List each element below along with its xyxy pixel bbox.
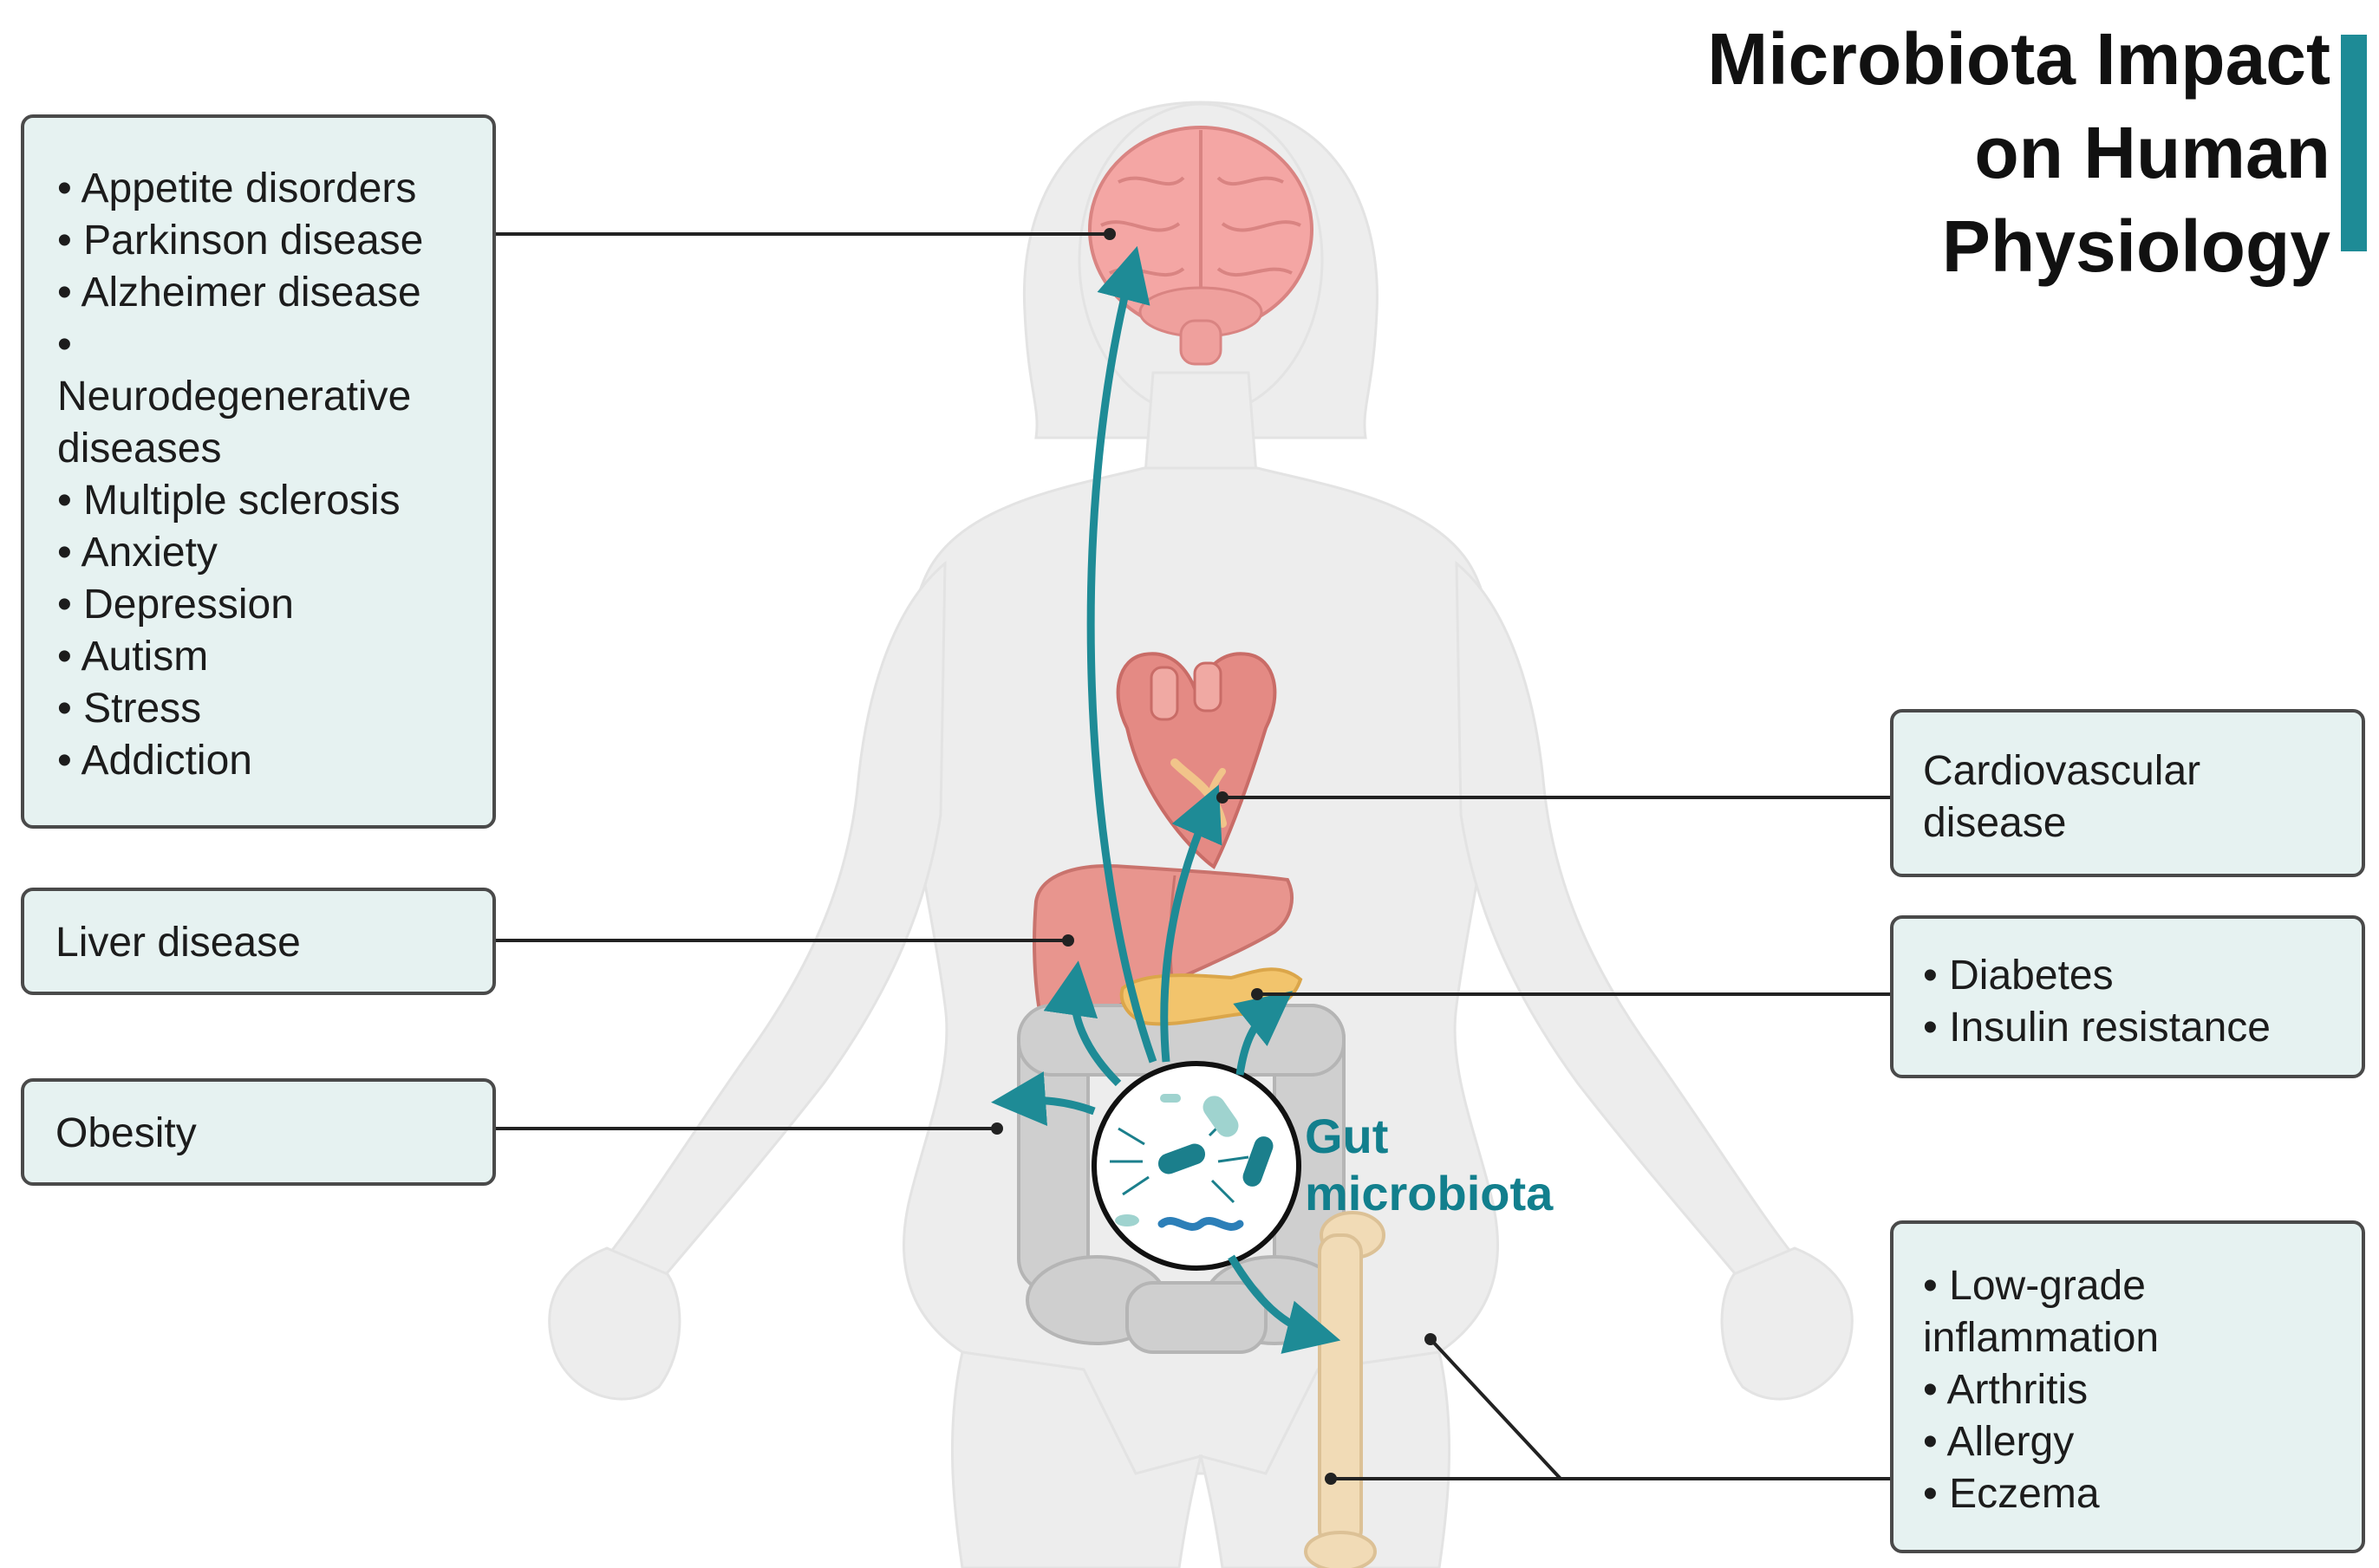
brain-condition-item: • Addiction [57,738,252,784]
arrow-to-liver [1043,960,1122,1087]
leader-immune [1331,1337,1890,1480]
title-line-1: Microbiota Impact [1707,18,2330,100]
brain-conditions-box: • Appetite disorders • Parkinson disease… [21,114,496,829]
liver-disease-box: Liver disease [21,888,496,995]
metabolic-condition-item: • Diabetes [1923,953,2114,999]
title-accent-bar [2341,35,2367,251]
metabolic-box: • Diabetes • Insulin resistance [1890,915,2365,1078]
cardio-conditions-list: Cardiovascular disease [1923,745,2344,849]
immune-condition-item: • Allergy [1923,1419,2075,1465]
brain-condition-item: Neurodegenerative [57,374,412,420]
brain-conditions-list: • Appetite disorders • Parkinson disease… [57,163,475,787]
brain-condition-item: • Depression [57,582,294,628]
gut-microbiota-label: Gut microbiota [1305,1108,1553,1222]
gut-label-line-2: microbiota [1305,1166,1554,1220]
gut-microbiota-icon [1092,1061,1301,1271]
title-line-2: on Human [1974,112,2330,193]
bacteria-icon [1110,1094,1274,1231]
brain-condition-item: • Appetite disorders [57,166,417,211]
cardio-condition-item: Cardiovascular [1923,748,2201,794]
brain-condition-item: • Multiple sclerosis [57,478,401,524]
brain-condition-item: • [57,322,72,368]
immune-condition-item: • Arthritis [1923,1367,2089,1413]
arrow-to-heart [1160,784,1222,1063]
liver-condition-item: Liver disease [55,920,301,966]
arrow-to-fat [991,1071,1096,1127]
brain-condition-item: • Autism [57,634,209,680]
obesity-box: Obesity [21,1078,496,1186]
immune-conditions-list: • Low-grade inflammation • Arthritis • A… [1923,1260,2344,1520]
liver-conditions-list: Liver disease [55,917,475,969]
immune-condition-item: • Low-grade [1923,1263,2146,1309]
obesity-condition-item: Obesity [55,1110,197,1156]
leader-lines [494,232,1890,1480]
brain-condition-item: • Parkinson disease [57,218,424,264]
obesity-conditions-list: Obesity [55,1108,475,1160]
cardiovascular-box: Cardiovascular disease [1890,709,2365,877]
microbiota-arrows [991,245,1341,1354]
brain-condition-item: diseases [57,426,222,472]
title-line-3: Physiology [1941,205,2330,287]
metabolic-conditions-list: • Diabetes • Insulin resistance [1923,950,2344,1054]
immune-box: • Low-grade inflammation • Arthritis • A… [1890,1220,2365,1553]
arrow-to-pancreas [1233,991,1294,1076]
figure-title: Microbiota Impact on Human Physiology [1707,12,2330,293]
arrow-to-brain [1086,245,1157,1064]
brain-condition-item: • Anxiety [57,530,218,576]
brain-condition-item: • Alzheimer disease [57,270,421,316]
arrow-to-bone [1228,1254,1341,1354]
immune-condition-item: • Eczema [1923,1471,2100,1517]
brain-condition-item: • Stress [57,686,202,732]
gut-label-line-1: Gut [1305,1109,1389,1163]
femur-bone-icon [1304,1211,1385,1568]
cardio-condition-item: disease [1923,800,2067,846]
metabolic-condition-item: • Insulin resistance [1923,1005,2271,1051]
leader-dots [991,228,1437,1485]
immune-condition-item: inflammation [1923,1315,2160,1361]
